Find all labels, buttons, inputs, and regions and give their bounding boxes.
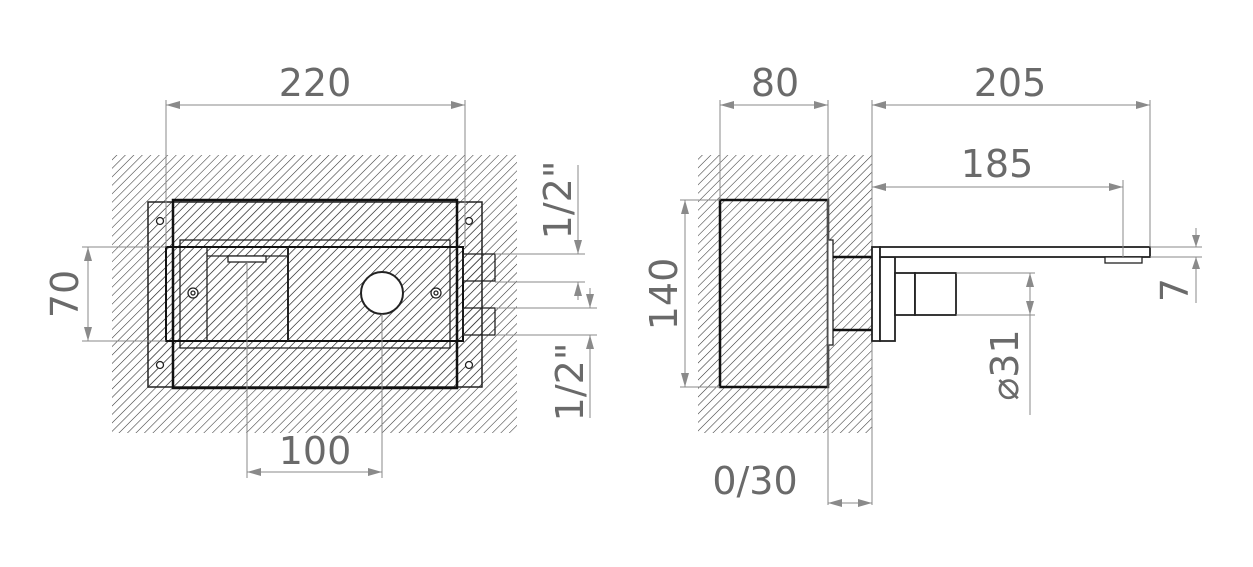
escutcheon — [871, 246, 881, 342]
box-plate — [827, 239, 834, 346]
screw-icon — [187, 287, 442, 299]
dimension-spout-thickness: 7 — [1153, 278, 1197, 302]
dimension-inlet-bottom: 1/2" — [548, 343, 592, 422]
dimension-box-height: 140 — [642, 258, 686, 331]
box-body — [171, 198, 459, 390]
side-view: 80 205 185 140 7 ⌀31 0/30 — [642, 61, 1202, 507]
front-plate — [165, 246, 464, 342]
dimension-wall-offset: 0/30 — [712, 459, 797, 503]
aerator — [227, 255, 267, 263]
dimension-width: 220 — [279, 61, 352, 105]
inlet-top — [462, 253, 496, 282]
dimension-spacing: 100 — [279, 429, 352, 473]
front-view: 220 70 100 1/2" 1/2" — [43, 61, 597, 478]
dimension-inlet-top: 1/2" — [536, 161, 580, 240]
dimension-handle-diameter: ⌀31 — [983, 329, 1027, 400]
box-inner — [179, 239, 451, 349]
handle — [894, 272, 916, 316]
mount-hole-icon — [155, 216, 474, 370]
dimension-spout-reach: 185 — [961, 142, 1034, 186]
spout — [879, 246, 1151, 258]
dimension-height: 70 — [43, 270, 87, 318]
wall-hatch — [698, 155, 872, 433]
inlet-bottom — [462, 307, 496, 336]
handle-circle — [360, 271, 404, 315]
mounting-flange — [147, 201, 483, 388]
dimension-spout-total: 205 — [974, 61, 1047, 105]
aerator — [1104, 256, 1143, 264]
dimension-depth: 80 — [751, 61, 799, 105]
